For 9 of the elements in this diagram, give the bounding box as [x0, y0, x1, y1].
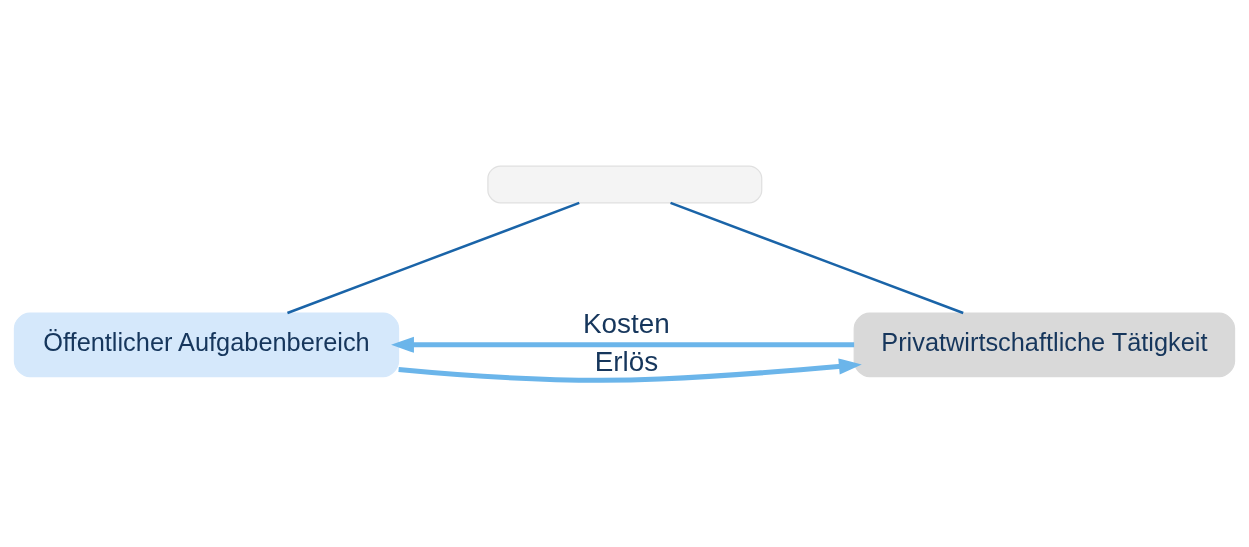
- arrow: [398, 358, 862, 383]
- arrow: [391, 336, 855, 353]
- edge-label: Erlös: [594, 345, 659, 377]
- edge-label: Kosten: [583, 307, 670, 339]
- node-box: Privatwirtschaftliche Tätigkeit: [853, 312, 1236, 378]
- connector: [670, 201, 964, 315]
- node-box: [487, 165, 763, 204]
- node-box: Öffentlicher Aufgabenbereich: [13, 312, 400, 378]
- connector: [287, 201, 580, 315]
